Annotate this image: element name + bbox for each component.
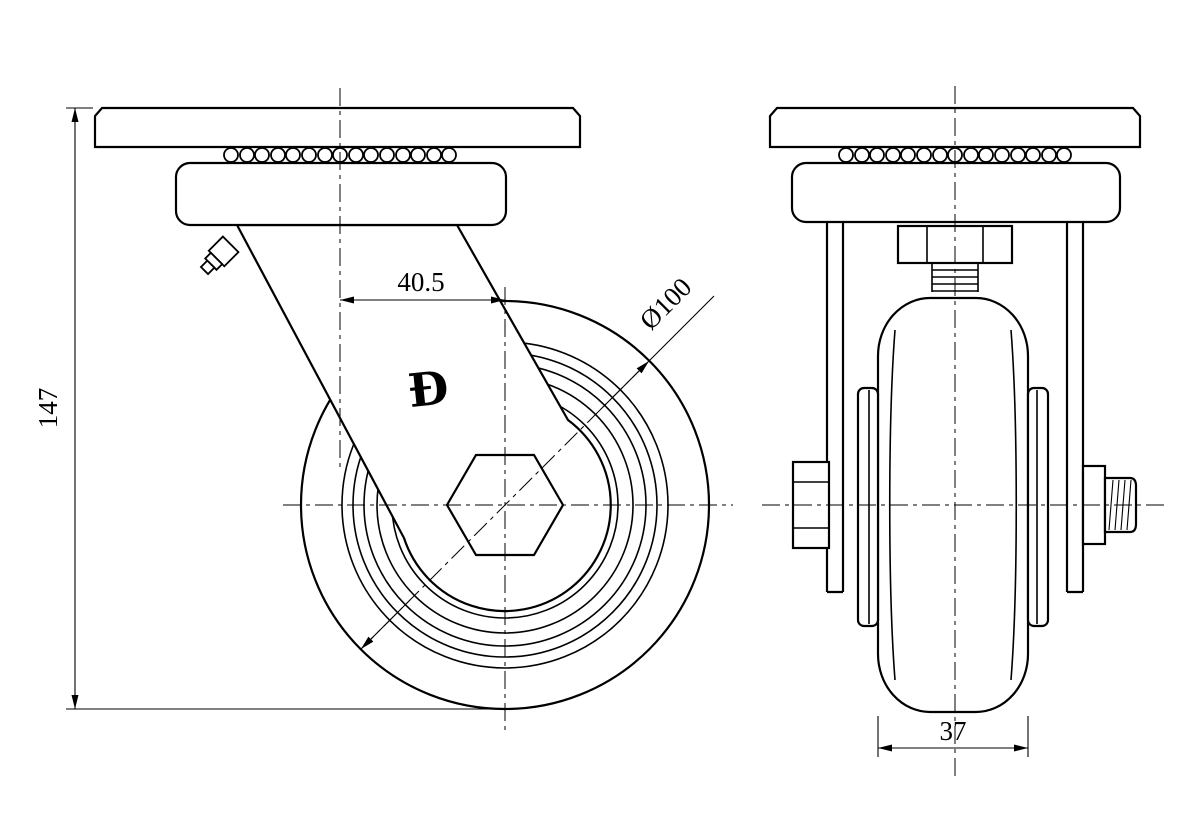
dim-offset-label: 40.5	[397, 267, 444, 297]
dim-width-label: 37	[940, 716, 967, 746]
dim-width: 37	[877, 716, 1029, 757]
swivel-housing-side	[790, 161, 1122, 224]
brand-logo: Ð	[406, 360, 452, 418]
mounting-plate	[93, 106, 582, 149]
wheel-side	[876, 296, 1030, 714]
grease-fitting	[199, 235, 240, 276]
right-view-centerlines	[762, 86, 1168, 778]
left-view-swivel-caster: Ð	[33, 88, 733, 733]
right-view-caster: 37	[762, 86, 1168, 778]
dim-offset: 40.5	[340, 267, 505, 304]
swivel-housing	[174, 161, 508, 227]
dim-height-label: 147	[33, 388, 63, 429]
dim-diameter-label: Ø100	[634, 272, 698, 336]
fork-legs	[825, 222, 1085, 594]
hub-side-washers	[856, 386, 1050, 628]
dim-height: 147	[33, 107, 512, 710]
